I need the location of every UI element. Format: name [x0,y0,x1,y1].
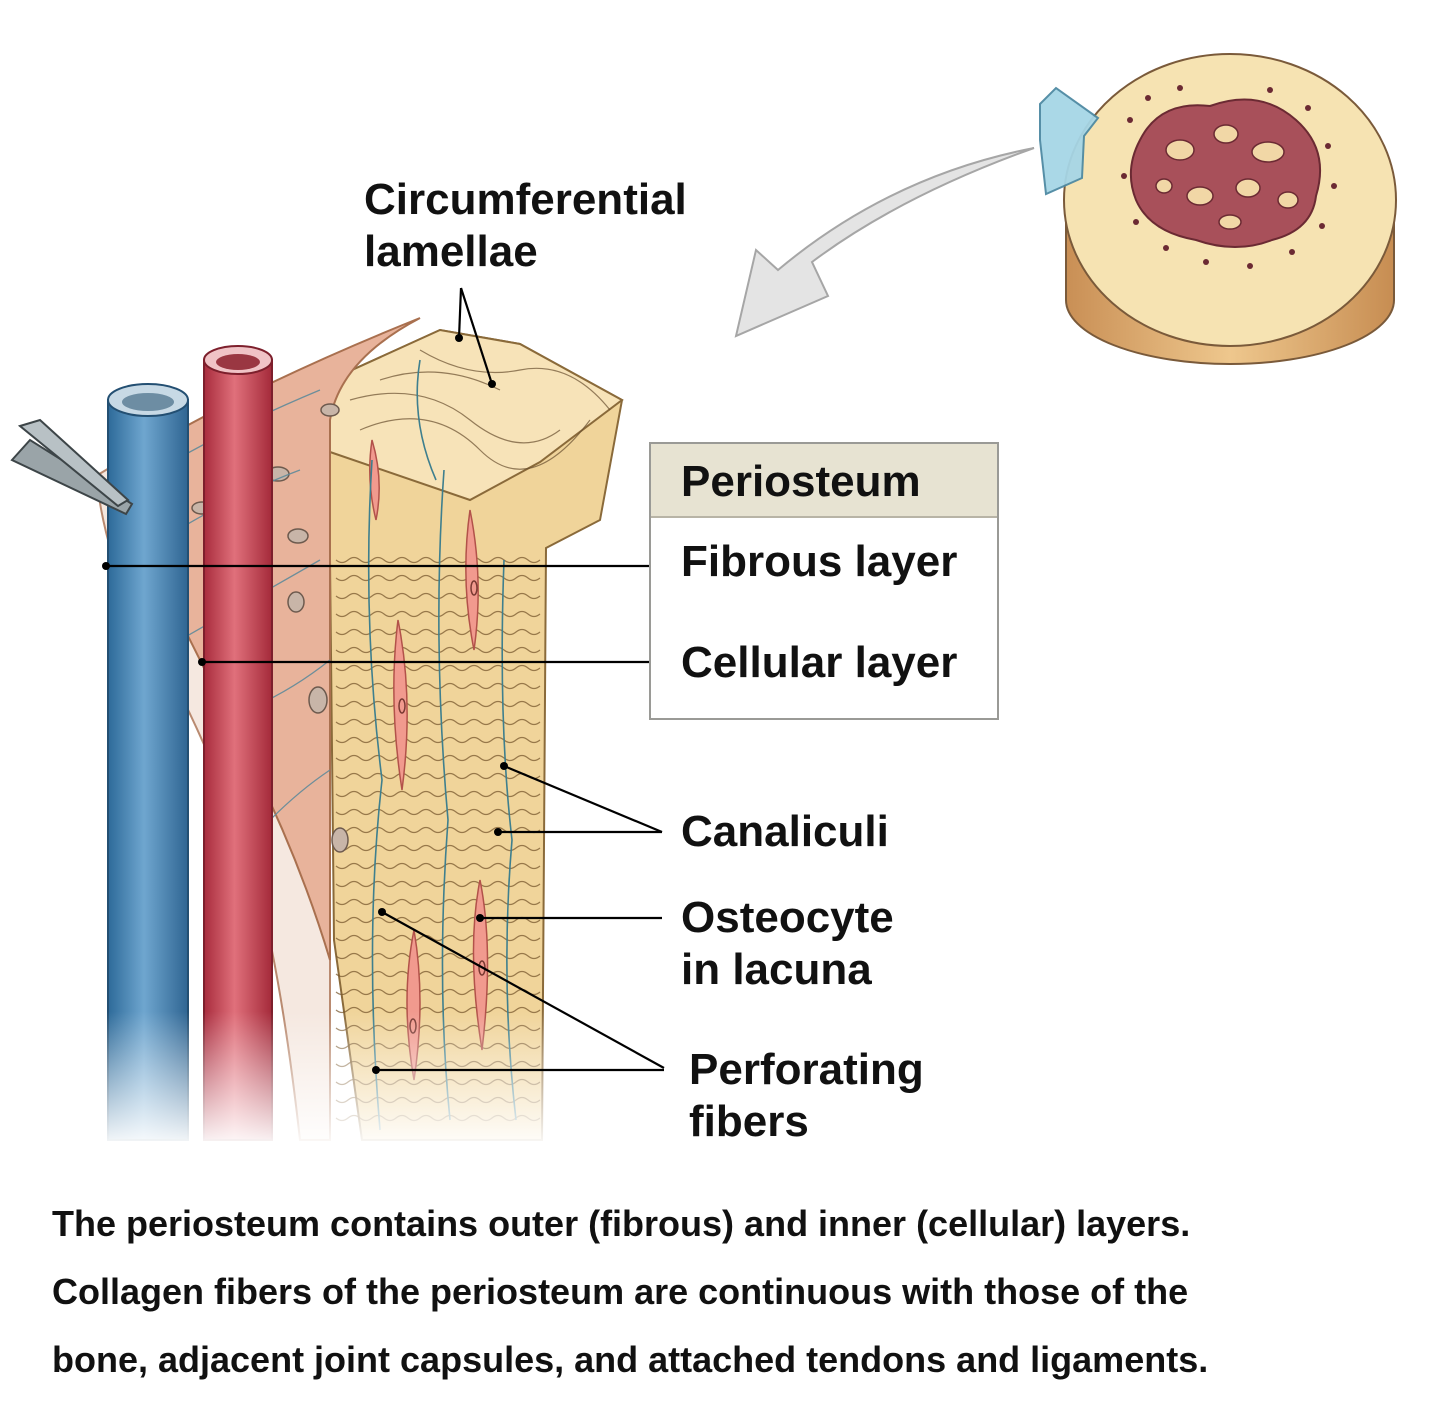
label-line: lamellae [364,227,538,276]
label-cellular-layer: Cellular layer [681,638,958,687]
bone-cross-section-inset [1039,53,1397,365]
label-line: Perforating [689,1045,924,1094]
inset-section-highlight [1039,86,1100,196]
pointer-arrow [734,147,1035,338]
legend-header: Periosteum [651,444,997,518]
legend-title: Periosteum [681,457,921,506]
label-line: Canaliculi [681,807,889,856]
periosteum-illustration [10,317,660,1150]
caption-line: The periosteum contains outer (fibrous) … [52,1203,1191,1244]
label-line: fibers [689,1097,809,1146]
label-osteocyte: Osteocyte in lacuna [681,892,894,996]
label-perforating-fibers: Perforating fibers [689,1044,924,1148]
label-circumferential-lamellae: Circumferential lamellae [364,174,687,278]
caption: The periosteum contains outer (fibrous) … [52,1190,1412,1394]
label-line: Circumferential [364,175,687,224]
periosteum-legend: Periosteum Fibrous layer Cellular layer [649,442,999,720]
label-fibrous-layer: Fibrous layer [681,537,958,586]
label-canaliculi: Canaliculi [681,806,889,858]
label-line: in lacuna [681,945,872,994]
caption-line: bone, adjacent joint capsules, and attac… [52,1339,1209,1380]
label-line: Osteocyte [681,893,894,942]
bone-marrow-area [1129,98,1322,248]
leader-lines [106,287,665,1072]
caption-line: Collagen fibers of the periosteum are co… [52,1271,1189,1312]
